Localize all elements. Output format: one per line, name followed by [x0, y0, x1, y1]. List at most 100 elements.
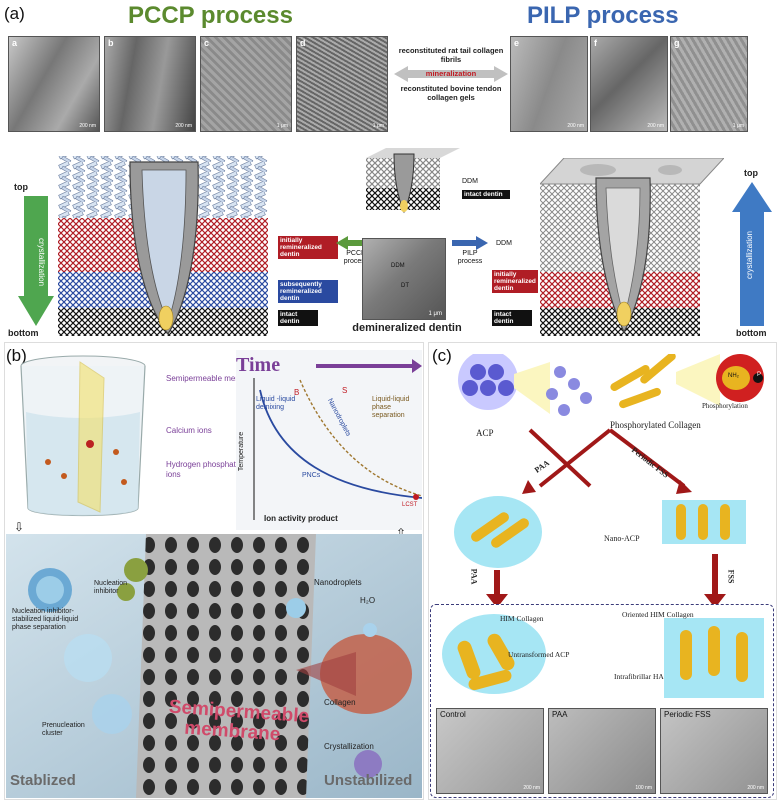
- tem-c-1-scale: 100 nm: [635, 785, 652, 791]
- right-axis-mid: crystallization: [745, 231, 754, 280]
- dentin-scale: 1 μm: [428, 311, 442, 317]
- nano-acp-label: Nano-ACP: [604, 534, 640, 543]
- tooth-schematic-small: [366, 148, 460, 214]
- membrane-illustration: [6, 534, 422, 798]
- pilp-schematic: [540, 158, 724, 336]
- right-axis-bot: bottom: [736, 328, 767, 338]
- tem-left-d-scale: 1 μm: [372, 123, 384, 129]
- p-label: P: [757, 372, 762, 378]
- right-crystallization-arrow-icon: [732, 182, 772, 326]
- left-crystallization-arrow-icon: [18, 196, 54, 326]
- pccp-arrow-icon: [336, 236, 372, 250]
- pncs-label: PNCs: [302, 472, 321, 479]
- phase-B: B: [294, 388, 300, 397]
- nh2-label: NH₂: [728, 373, 739, 379]
- tem-right-e-scale: 200 nm: [567, 123, 584, 129]
- label-nanodroplets: Nanodroplets: [314, 578, 362, 587]
- intrafibrillar-label: Intrafibrillar HA: [614, 672, 664, 681]
- ddm-img-label: DDM: [391, 263, 405, 269]
- results-scheme: [442, 614, 764, 698]
- left-axis-bot: bottom: [8, 328, 39, 338]
- tem-c-2-scale: 200 nm: [747, 785, 764, 791]
- label-unstabilized: Unstabilized: [324, 772, 413, 789]
- right-tag-ddm: DDM: [496, 240, 512, 247]
- tem-right-f-label: f: [594, 38, 597, 48]
- tem-left-b-label: b: [108, 38, 114, 48]
- left-tag-initially: initially remineralized dentin: [278, 236, 338, 259]
- right-tag-initially: initially remineralized dentin: [492, 270, 538, 293]
- panel-c-letter: (c): [432, 346, 452, 365]
- acp-label: ACP: [476, 428, 494, 438]
- pccp-title: PCCP process: [128, 2, 293, 29]
- paa2-label: PAA: [469, 568, 479, 585]
- panel-c-scheme: [454, 354, 764, 604]
- temperature-axis: Temperature: [238, 431, 246, 472]
- tem-c-1-label: PAA: [552, 710, 568, 719]
- ion-activity-axis: Ion activity product: [264, 514, 338, 523]
- tem-right-e-label: e: [514, 38, 520, 48]
- tem-right-g-image: g 1 μm: [670, 36, 748, 132]
- him-collagen-label: HIM Collagen: [500, 614, 544, 623]
- label-crystallization: Crystallization: [324, 742, 374, 751]
- label-prenucleation: Prenucleation cluster: [42, 722, 85, 737]
- tem-c-2-label: Periodic FSS: [664, 710, 711, 719]
- tem-right-g-scale: 1 μm: [732, 123, 744, 129]
- tem-right-g-label: g: [674, 38, 680, 48]
- demineralized-dentin-image: DDM DT 1 μm: [362, 238, 446, 320]
- tem-left-d-label: d: [300, 38, 306, 48]
- tem-c-0-image: Control 200 nm: [436, 708, 544, 794]
- liquid-phase-sep: Liquid-liquid phase separation: [372, 396, 410, 419]
- ddm-top-label: DDM: [462, 178, 478, 185]
- untransformed-label: Untransformed ACP: [508, 650, 570, 659]
- time-label: Time: [236, 354, 281, 376]
- label-nucleation-stab: Nucleation inhibitor-stabilized liquid-l…: [12, 608, 79, 631]
- phos-collagen-label: Phosphorylated Collagen: [610, 420, 701, 430]
- label-collagen: Collagen: [324, 698, 356, 707]
- tem-right-f-image: f 200 nm: [590, 36, 668, 132]
- pccp-arrow-label: PCCP process: [343, 250, 369, 265]
- panel-c-frame: [428, 342, 777, 800]
- liquid-demixing: Liquid -liquid demixing: [256, 396, 296, 411]
- tem-left-a-scale: 200 nm: [79, 123, 96, 129]
- center-bot-text: reconstituted bovine tendon collagen gel…: [400, 84, 502, 102]
- label-nucleation-inhib: Nucleation inhibitor: [94, 580, 128, 595]
- tem-c-0-label: Control: [440, 710, 466, 719]
- panel-a-letter: (a): [4, 4, 25, 23]
- dt-img-label: DT: [401, 283, 409, 289]
- tem-right-e-image: e 200 nm: [510, 36, 588, 132]
- left-axis-top: top: [14, 182, 28, 192]
- intact-top-label: intact dentin: [462, 190, 510, 199]
- label-stablized: Stablized: [10, 772, 76, 789]
- left-tag-subsequently: subsequently remineralized dentin: [278, 280, 338, 303]
- beaker-label-calcium: Calcium ions: [166, 426, 212, 435]
- double-arrow-icon: [394, 66, 508, 82]
- tem-right-f-scale: 200 nm: [647, 123, 664, 129]
- beaker-label-membrane: Semipermeable membrane: [166, 374, 263, 383]
- beaker-label-phosphate: Hydrogen phosphate ions: [166, 460, 241, 479]
- pilp-arrow-icon: [452, 236, 488, 250]
- panel-b-frame: [4, 342, 424, 800]
- pilp-arrow-label: PILP process: [457, 250, 483, 265]
- oriented-him-label: Oriented HIM Collagen: [622, 610, 694, 619]
- tem-c-1-image: PAA 100 nm: [548, 708, 656, 794]
- pccp-schematic: [58, 156, 268, 336]
- down-arrow-icon: ⇩: [14, 520, 25, 534]
- phase-S: S: [342, 386, 348, 395]
- fss-label: FSS: [726, 569, 736, 584]
- up-arrow-icon: ⇧: [396, 526, 407, 540]
- tem-c-2-image: Periodic FSS 200 nm: [660, 708, 768, 794]
- tem-left-c-scale: 1 μm: [276, 123, 288, 129]
- center-mid-text: mineralization: [425, 69, 477, 78]
- beaker-illustration: [20, 355, 146, 517]
- tem-c-0-scale: 200 nm: [523, 785, 540, 791]
- phosphorylation-label: Phosphorylation: [702, 402, 748, 410]
- tem-left-d-image: d 1 μm: [296, 36, 388, 132]
- right-tag-intact: intact dentin: [492, 310, 532, 326]
- left-tag-intact: intact dentin: [278, 310, 318, 326]
- phase-diagram: [236, 350, 422, 530]
- demin-caption: demineralized dentin: [352, 322, 462, 334]
- panel-b-letter: (b): [6, 346, 27, 365]
- results-box: [430, 604, 774, 798]
